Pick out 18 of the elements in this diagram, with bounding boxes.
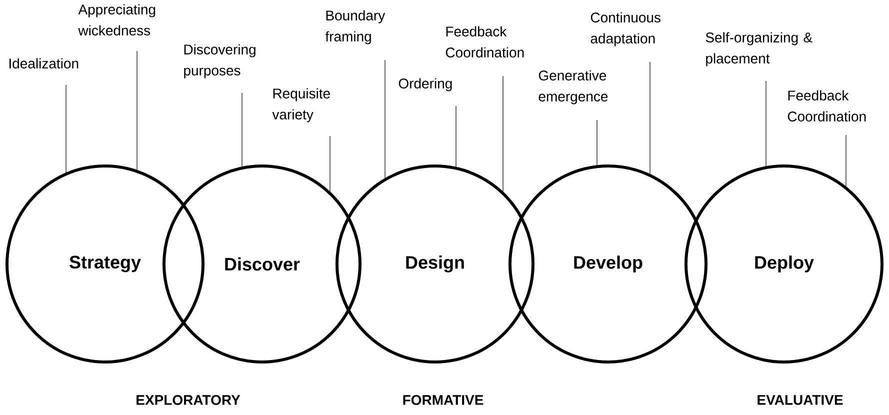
- label-text: Feedback Coordination: [446, 26, 524, 58]
- leader-line: [596, 120, 598, 166]
- label-text: Discovering purposes: [184, 44, 256, 78]
- label-text: Requisite variety: [272, 88, 330, 122]
- phase-label: EXPLORATORY: [136, 395, 240, 405]
- label-text: Generative emergence: [538, 70, 608, 104]
- label-text: Self-organizing & placement: [706, 32, 812, 66]
- phase-label: FORMATIVE: [403, 395, 484, 405]
- leader-line: [502, 76, 504, 192]
- leader-line: [136, 50, 138, 170]
- phase-label: EVALUATIVE: [758, 395, 843, 405]
- label-text: Ordering: [398, 78, 452, 92]
- label-text: Appreciating wickedness: [78, 4, 156, 36]
- label-text: Feedback Coordination: [788, 90, 866, 122]
- leader-line: [384, 60, 386, 178]
- label-text: Continuous adaptation: [590, 12, 660, 46]
- label-text: Idealization: [10, 58, 78, 68]
- label-text: Boundary framing: [325, 10, 386, 44]
